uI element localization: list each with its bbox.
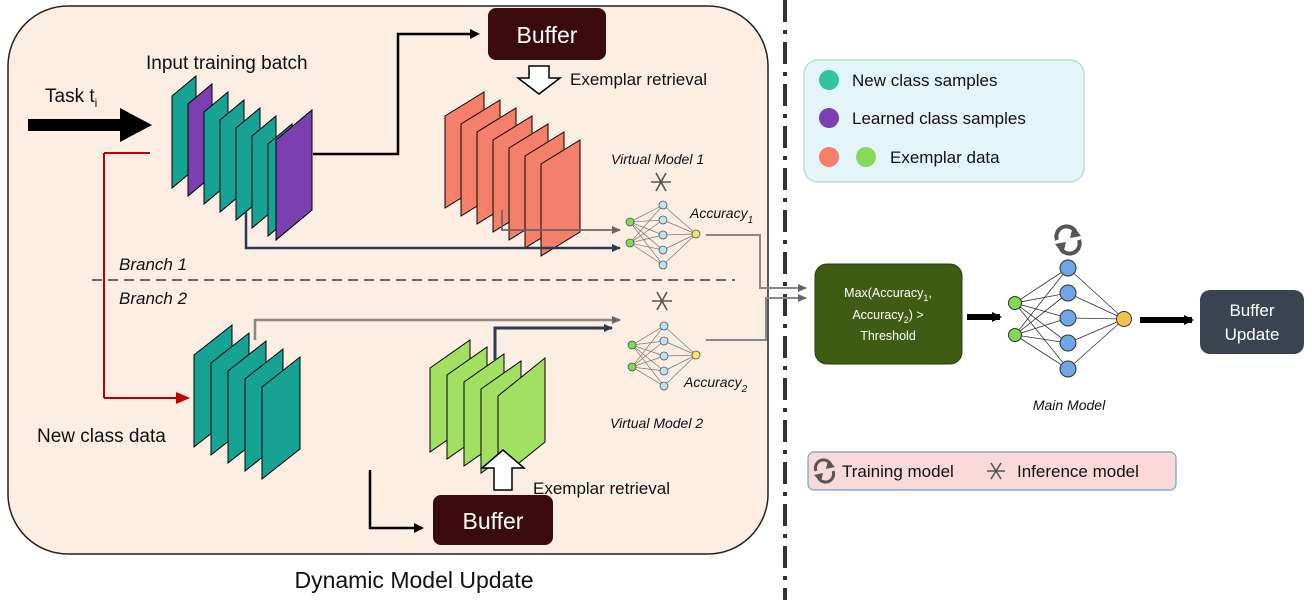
decision-line-2-a: Accuracy xyxy=(852,308,904,322)
refresh-icon-main xyxy=(1054,224,1082,256)
decision-line-1-b: , xyxy=(928,286,931,300)
task-label: Task ti xyxy=(45,86,97,110)
connector-exemplar-to-vm1 xyxy=(501,210,621,234)
task-label-main: Task t xyxy=(45,86,95,107)
snowflake-icon-vm2 xyxy=(652,291,672,311)
task-label-sub: i xyxy=(95,96,98,110)
decision-line-1-a: Max(Accuracy xyxy=(844,286,924,300)
exemplar-retrieval-top-label: Exemplar retrieval xyxy=(570,70,707,89)
legend-exemplar-label: Exemplar data xyxy=(890,148,1000,167)
legend-new-class-label: New class samples xyxy=(852,71,998,90)
legend-learned-class-swatch xyxy=(819,108,839,128)
panel-title: Dynamic Model Update xyxy=(294,567,533,593)
threshold-decision-box xyxy=(814,263,963,365)
legend-new-class-swatch xyxy=(819,70,839,90)
accuracy-1-label: Accuracy1 xyxy=(689,205,753,226)
input-batch-label: Input training batch xyxy=(146,53,308,74)
main-model-label: Main Model xyxy=(1033,397,1106,413)
new-class-data-label: New class data xyxy=(37,426,166,447)
accuracy-2-main: Accuracy xyxy=(683,374,743,390)
exemplar-stack-bottom xyxy=(429,339,546,482)
buffer-update-box xyxy=(1200,290,1304,354)
accuracy-2-label: Accuracy2 xyxy=(683,374,748,395)
accuracy-1-main: Accuracy xyxy=(689,205,749,221)
snowflake-icon-vm1 xyxy=(651,172,671,192)
refresh-icon-legend xyxy=(813,458,836,484)
virtual-model-1-label: Virtual Model 1 xyxy=(611,151,704,167)
connector-accuracy1-to-decision xyxy=(706,234,807,292)
exemplar-retrieval-arrow-bottom xyxy=(479,449,527,491)
task-arrow xyxy=(28,108,152,142)
decision-line-2-sub: 2 xyxy=(904,315,909,325)
exemplar-stack-top xyxy=(444,91,581,257)
buffer-update-line-1: Buffer xyxy=(1229,301,1274,320)
accuracy-1-sub: 1 xyxy=(748,215,754,226)
virtual-model-2-label: Virtual Model 2 xyxy=(610,415,703,431)
connector-newclass-to-vm2 xyxy=(253,316,621,340)
bottom-buffer-box xyxy=(433,495,553,545)
branch-2-label: Branch 2 xyxy=(119,289,188,308)
connector-exemplar-to-vm2 xyxy=(493,324,613,360)
branch-1-label: Branch 1 xyxy=(119,255,187,274)
connector-accuracy2-to-decision xyxy=(706,294,807,341)
exemplar-retrieval-bottom-label: Exemplar retrieval xyxy=(533,479,670,498)
connector-batch-to-vm1 xyxy=(244,212,621,252)
main-model-network xyxy=(1008,259,1132,378)
buffer-update-line-2: Update xyxy=(1225,325,1280,344)
virtual-model-2-network xyxy=(627,321,701,391)
decision-line-1-sub: 1 xyxy=(923,293,928,303)
legend-exemplar-swatch-green xyxy=(856,147,876,167)
virtual-model-1-network xyxy=(625,200,701,270)
decision-line-2: Accuracy2) > xyxy=(852,308,923,325)
snowflake-icon-legend xyxy=(987,462,1005,480)
model-legend-inference-label: Inference model xyxy=(1017,462,1139,481)
new-class-stack xyxy=(193,323,301,481)
input-batch-stack xyxy=(171,74,313,242)
new-class-path xyxy=(103,152,190,404)
decision-line-1: Max(Accuracy1, xyxy=(844,286,932,303)
legend-learned-class-label: Learned class samples xyxy=(852,109,1026,128)
accuracy-2-sub: 2 xyxy=(741,384,748,395)
connector-to-bottom-buffer xyxy=(368,470,424,533)
bottom-buffer-label: Buffer xyxy=(463,508,524,534)
decision-line-2-b: ) > xyxy=(909,308,924,322)
exemplar-retrieval-arrow-top xyxy=(515,65,563,95)
decision-line-3: Threshold xyxy=(860,329,916,343)
model-legend-training-label: Training model xyxy=(842,462,954,481)
top-buffer-label: Buffer xyxy=(517,22,578,48)
top-buffer-box xyxy=(488,8,606,60)
connector-to-top-buffer xyxy=(313,29,480,156)
legend-exemplar-swatch-salmon xyxy=(819,147,839,167)
